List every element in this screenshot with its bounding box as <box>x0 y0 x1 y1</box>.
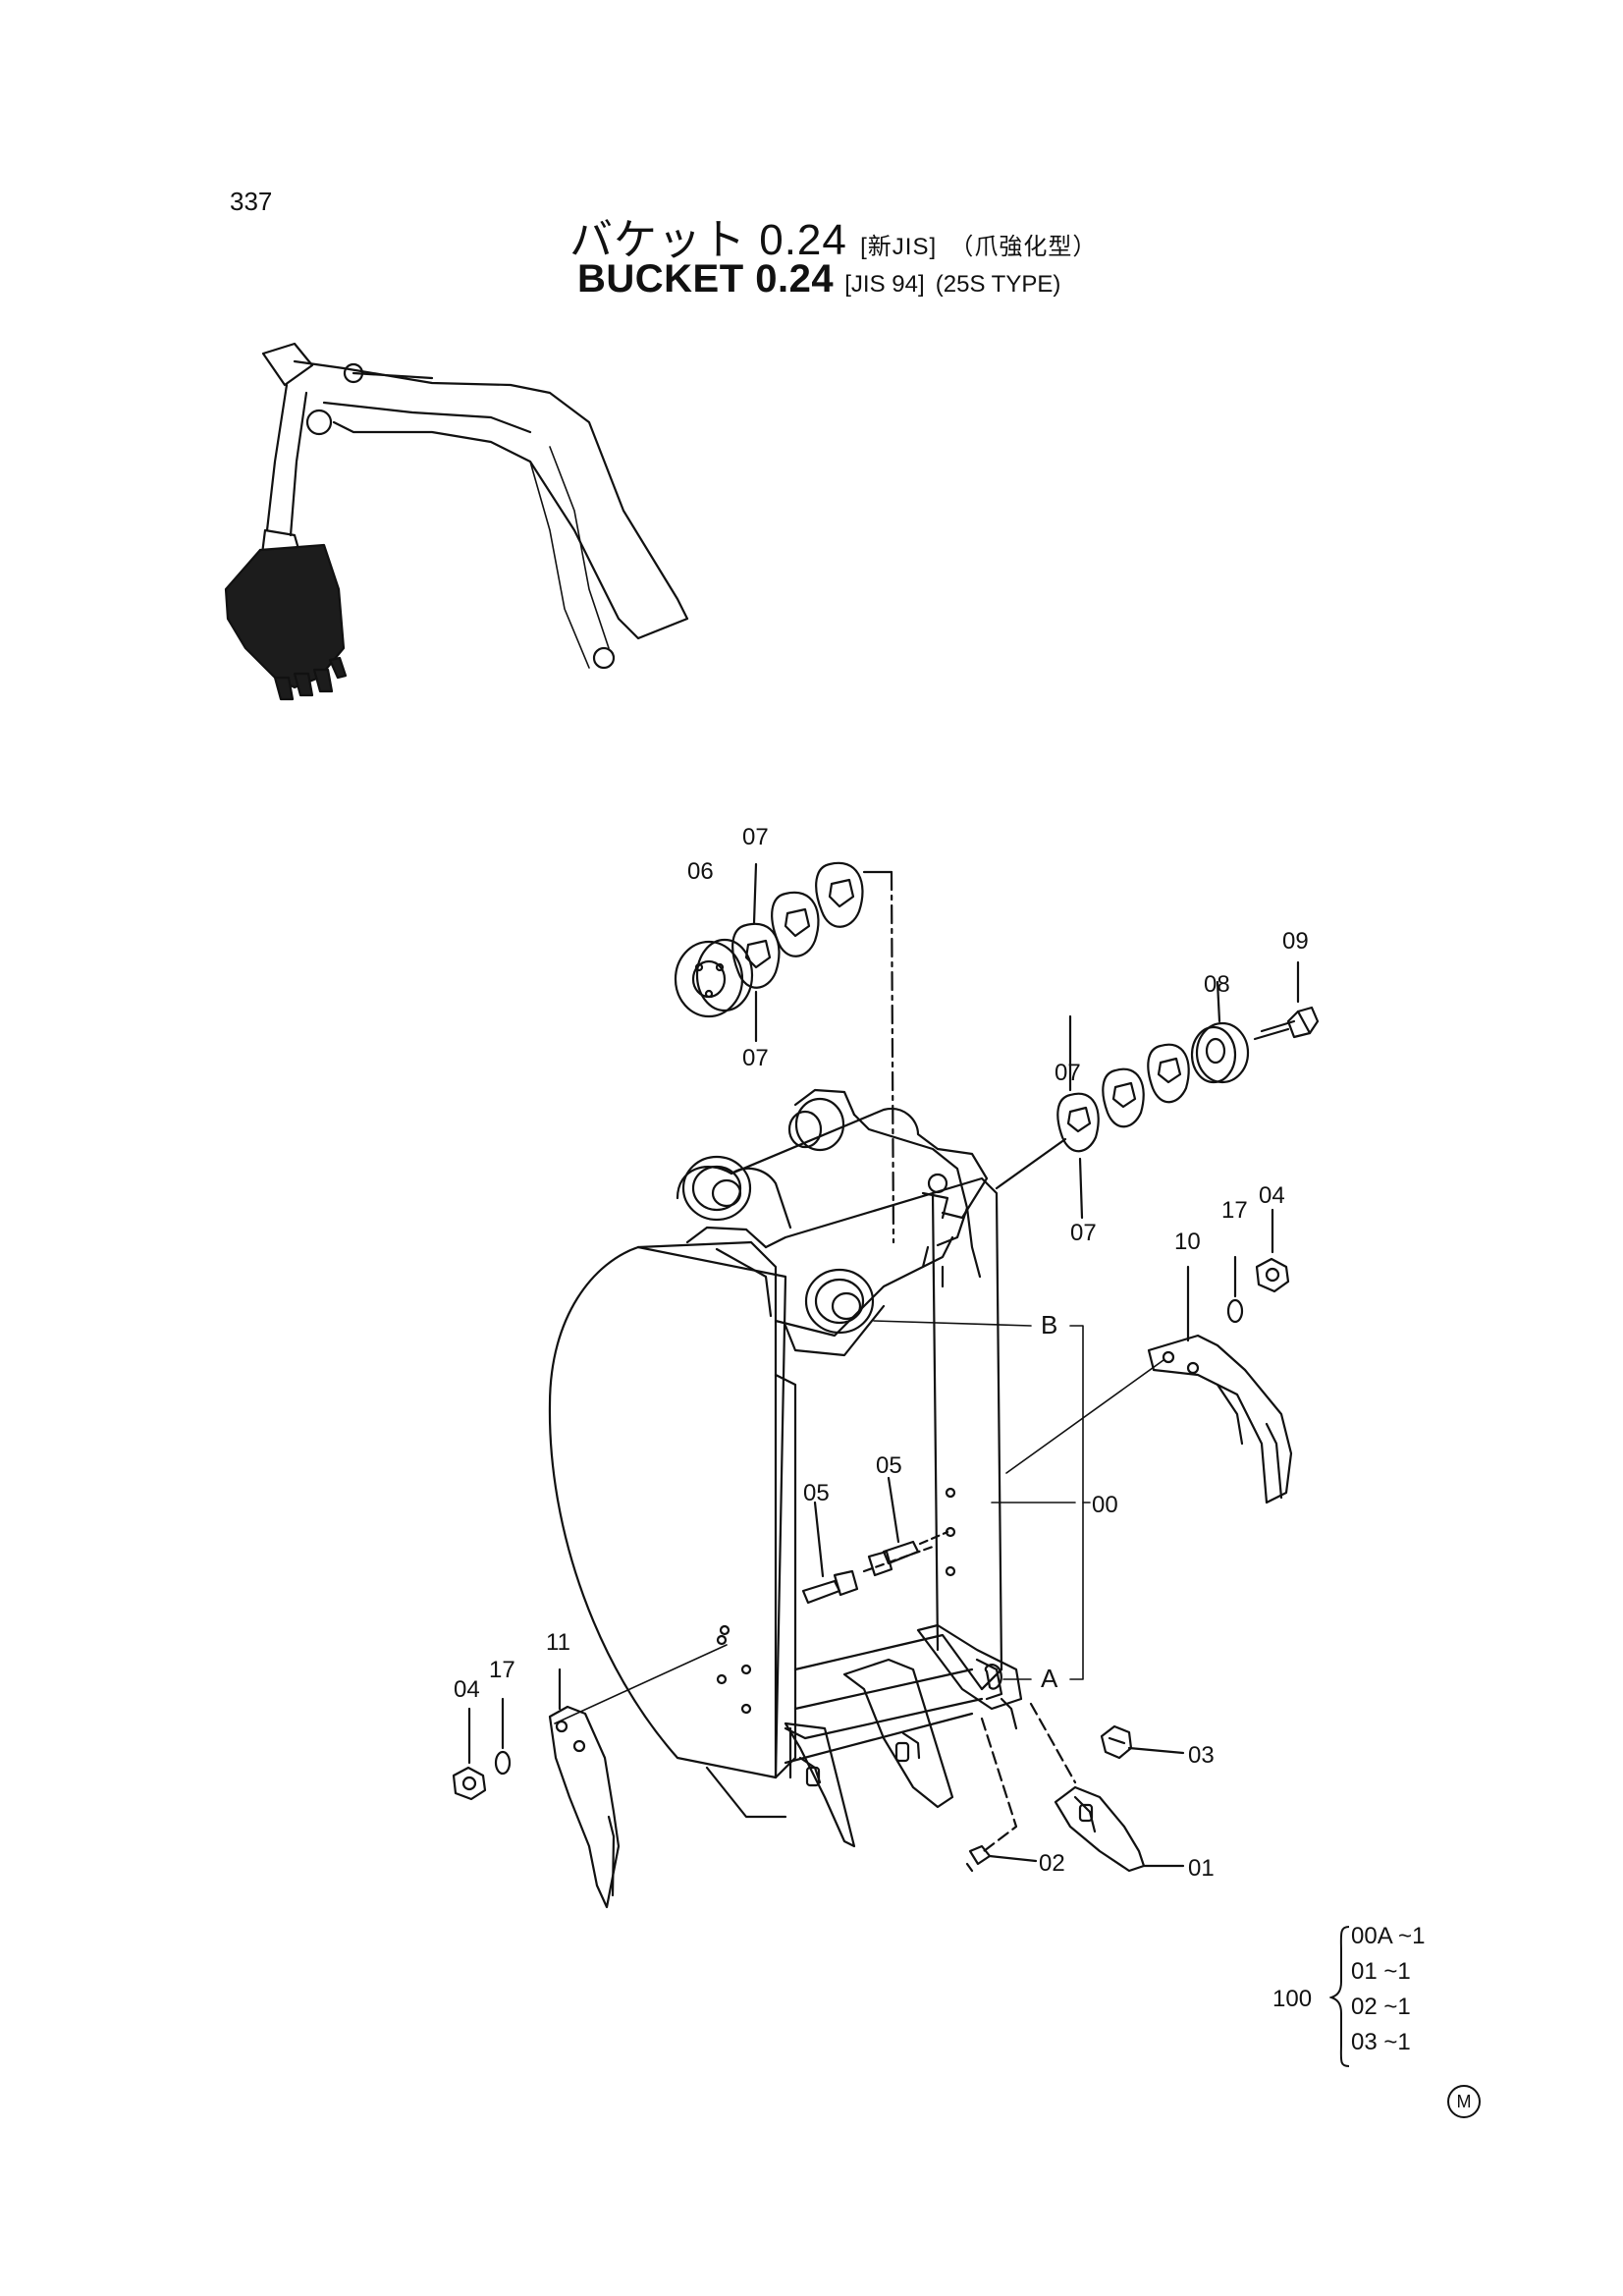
leader-lines <box>873 1320 1091 1680</box>
reference-a: A <box>1041 1664 1058 1693</box>
title-en-main: BUCKET 0.24 <box>577 257 835 301</box>
callout-07-bottom: 07 <box>742 1045 769 1071</box>
nut-washer-left <box>452 1697 512 1801</box>
kit-summary: 100 00A ~1 01 ~1 02 ~1 03 ~1 <box>1272 1923 1508 2080</box>
callout-04-left: 04 <box>454 1676 480 1703</box>
pin-shim-group-left <box>674 861 895 1244</box>
title-jp-bracket: [新JIS] <box>860 234 938 260</box>
callout-11: 11 <box>546 1629 570 1656</box>
callout-07-top: 07 <box>742 824 769 850</box>
circled-m-mark: M <box>1447 2085 1481 2118</box>
reference-b: B <box>1041 1310 1057 1339</box>
callout-07-right-top: 07 <box>1055 1060 1081 1086</box>
kit-item-00a: 00A ~1 <box>1351 1923 1426 1949</box>
title-en-suffix: (25S TYPE) <box>935 271 1061 298</box>
callout-10: 10 <box>1174 1229 1201 1255</box>
callout-17-left: 17 <box>489 1657 515 1683</box>
title-jp-suffix: （爪強化型） <box>949 234 1098 260</box>
callout-17-right: 17 <box>1221 1197 1248 1224</box>
side-cutter-left <box>548 1644 728 1909</box>
bucket-body <box>548 1088 1023 1848</box>
kit-item-03: 03 ~1 <box>1351 2029 1411 2055</box>
side-cutter-right <box>1005 1334 1293 1504</box>
kit-item-02: 02 ~1 <box>1351 1994 1411 2020</box>
nut-washer-right <box>1186 1208 1290 1342</box>
page-number: 337 <box>230 187 273 216</box>
thumbnail-bucket-teeth <box>273 656 348 701</box>
callout-03: 03 <box>1188 1742 1215 1769</box>
title-en-bracket: [JIS 94] <box>844 271 925 298</box>
bolt-group <box>801 1476 949 1605</box>
callout-00: 00 <box>1092 1492 1118 1518</box>
kit-item-01: 01 ~1 <box>1351 1958 1411 1985</box>
callout-01: 01 <box>1188 1855 1215 1882</box>
pin-shim-group-right <box>995 960 1320 1220</box>
title-english: BUCKET 0.24 [JIS 94] (25S TYPE) <box>577 257 1060 301</box>
title-jp-main: バケット 0.24 <box>569 216 847 264</box>
callout-04-right: 04 <box>1259 1182 1285 1209</box>
excavator-arm-thumbnail <box>245 342 689 670</box>
tooth-parts <box>965 1702 1185 1873</box>
title-japanese: バケット 0.24 [新JIS] （爪強化型） <box>569 204 1097 267</box>
thumbnail-bucket-shape <box>224 543 346 689</box>
kit-brace <box>1329 1926 1350 2067</box>
callout-05-left: 05 <box>803 1480 830 1506</box>
callout-08: 08 <box>1204 971 1230 998</box>
callout-07-right-bottom: 07 <box>1070 1220 1097 1246</box>
callout-06: 06 <box>687 858 714 885</box>
callout-05-right: 05 <box>876 1452 902 1479</box>
callout-labels: 06 07 07 07 07 08 09 04 17 10 05 05 11 0… <box>454 824 1309 1882</box>
kit-number: 100 <box>1272 1986 1313 2012</box>
callout-02: 02 <box>1039 1850 1065 1877</box>
callout-09: 09 <box>1282 928 1309 955</box>
